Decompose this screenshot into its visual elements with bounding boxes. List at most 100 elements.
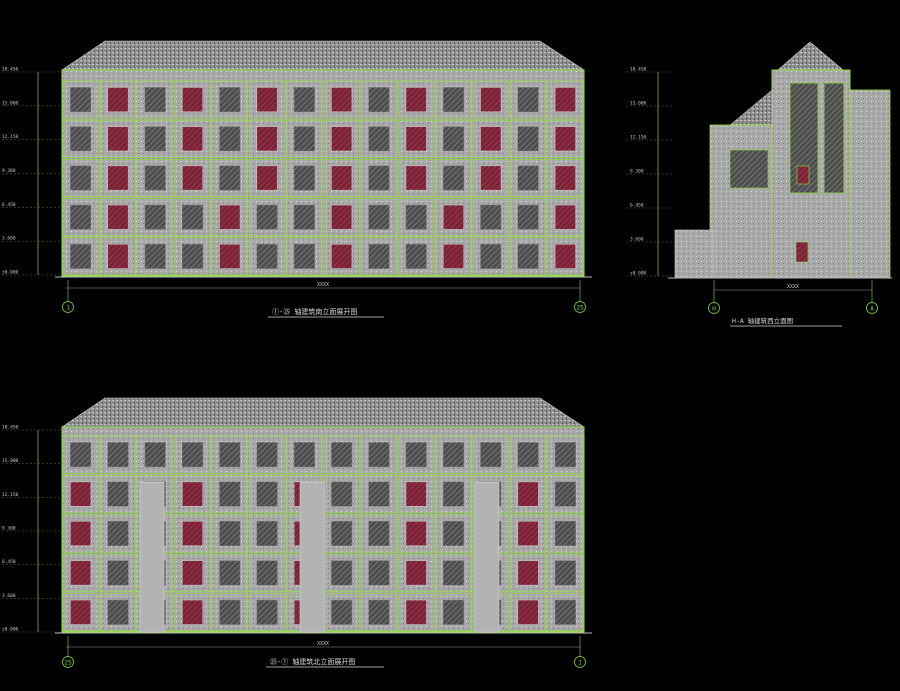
window bbox=[181, 243, 204, 269]
window bbox=[368, 165, 390, 191]
bay-outline bbox=[174, 237, 211, 276]
window bbox=[368, 87, 390, 113]
bay-outline bbox=[472, 198, 509, 237]
window bbox=[442, 599, 465, 625]
bay-outline bbox=[472, 119, 509, 158]
level-label: 6.450 bbox=[630, 203, 644, 209]
side-window-red-1 bbox=[796, 165, 810, 185]
side-view-title: H-A 轴建筑西立面图 bbox=[732, 316, 793, 325]
stair-core bbox=[474, 481, 500, 633]
window bbox=[331, 243, 353, 269]
bay-outline bbox=[174, 198, 211, 237]
window bbox=[368, 204, 390, 230]
level-label: 12.150 bbox=[2, 492, 19, 498]
bay-outline bbox=[510, 80, 547, 119]
back-axis-label-start: 25 bbox=[64, 660, 72, 667]
back-axis-bubble-end bbox=[574, 656, 586, 668]
bay-outline bbox=[510, 198, 547, 237]
side-dimension-text: XXXX bbox=[787, 284, 799, 290]
window bbox=[368, 560, 390, 586]
bay-outline bbox=[472, 159, 509, 197]
bay-outline bbox=[398, 119, 435, 158]
window bbox=[256, 599, 278, 625]
level-label: ±0.000 bbox=[2, 627, 19, 633]
bay-outline bbox=[360, 119, 397, 158]
window bbox=[517, 87, 539, 113]
bay-outline bbox=[174, 475, 211, 514]
window bbox=[554, 204, 576, 230]
window bbox=[70, 599, 92, 625]
window bbox=[219, 165, 241, 191]
window bbox=[405, 126, 427, 152]
bay-outline bbox=[323, 80, 360, 119]
window bbox=[144, 243, 166, 269]
level-label: 15.000 bbox=[630, 101, 647, 107]
side-axis-bubble-start bbox=[708, 302, 720, 314]
bay-outline bbox=[435, 237, 472, 276]
level-label: 6.450 bbox=[2, 202, 16, 208]
window bbox=[70, 126, 92, 152]
window bbox=[480, 165, 502, 191]
bay-outline bbox=[510, 553, 547, 592]
bay-outline bbox=[360, 593, 397, 632]
level-label: 3.600 bbox=[2, 236, 16, 242]
back-roof bbox=[61, 397, 586, 428]
bay-outline bbox=[62, 553, 99, 592]
window bbox=[442, 204, 465, 230]
side-wing-upper bbox=[849, 89, 891, 279]
side-elevation: 18.45015.00012.1509.3006.4503.600±0.000 … bbox=[626, 41, 892, 327]
level-label: 12.150 bbox=[2, 134, 19, 140]
bay-outline bbox=[99, 159, 136, 197]
window bbox=[480, 442, 502, 468]
window bbox=[219, 87, 241, 113]
window bbox=[293, 126, 315, 152]
window bbox=[442, 165, 465, 191]
window bbox=[219, 599, 241, 625]
bay-outline bbox=[99, 435, 136, 474]
window bbox=[181, 126, 204, 152]
window bbox=[219, 126, 241, 152]
bay-outline bbox=[249, 435, 286, 474]
window bbox=[368, 599, 390, 625]
level-label: 9.300 bbox=[630, 169, 644, 175]
window bbox=[181, 87, 204, 113]
window bbox=[144, 204, 166, 230]
window bbox=[107, 243, 129, 269]
side-podium bbox=[674, 229, 714, 279]
window bbox=[554, 126, 576, 152]
bay-outline bbox=[435, 553, 472, 592]
bay-outline bbox=[435, 593, 472, 632]
window bbox=[219, 442, 241, 468]
bay-outline bbox=[435, 475, 472, 514]
window bbox=[181, 165, 204, 191]
bay-outline bbox=[510, 119, 547, 158]
bay-outline bbox=[249, 159, 286, 197]
window bbox=[405, 87, 427, 113]
level-label: 12.150 bbox=[630, 135, 647, 141]
window bbox=[219, 560, 241, 586]
bay-outline bbox=[62, 514, 99, 553]
window bbox=[293, 87, 315, 113]
bay-outline bbox=[398, 475, 435, 514]
front-view-title: ①-㉕ 轴建筑南立面展开图 bbox=[272, 307, 357, 316]
window bbox=[256, 87, 278, 113]
window bbox=[442, 87, 465, 113]
window bbox=[442, 560, 465, 586]
bay-outline bbox=[360, 198, 397, 237]
window bbox=[181, 560, 204, 586]
bay-outline bbox=[174, 514, 211, 553]
front-roof bbox=[61, 40, 586, 71]
level-label: 9.300 bbox=[2, 526, 16, 532]
window bbox=[293, 204, 315, 230]
bay-outline bbox=[174, 80, 211, 119]
bay-outline bbox=[435, 119, 472, 158]
bay-outline bbox=[249, 514, 286, 553]
bay-outline bbox=[435, 80, 472, 119]
bay-outline bbox=[62, 593, 99, 632]
bay-outline bbox=[398, 435, 435, 474]
bay-outline bbox=[323, 198, 360, 237]
front-axis-label-start: 1 bbox=[66, 305, 70, 312]
window bbox=[181, 204, 204, 230]
back-view-title: ㉕-① 轴建筑北立面展开图 bbox=[270, 657, 355, 666]
